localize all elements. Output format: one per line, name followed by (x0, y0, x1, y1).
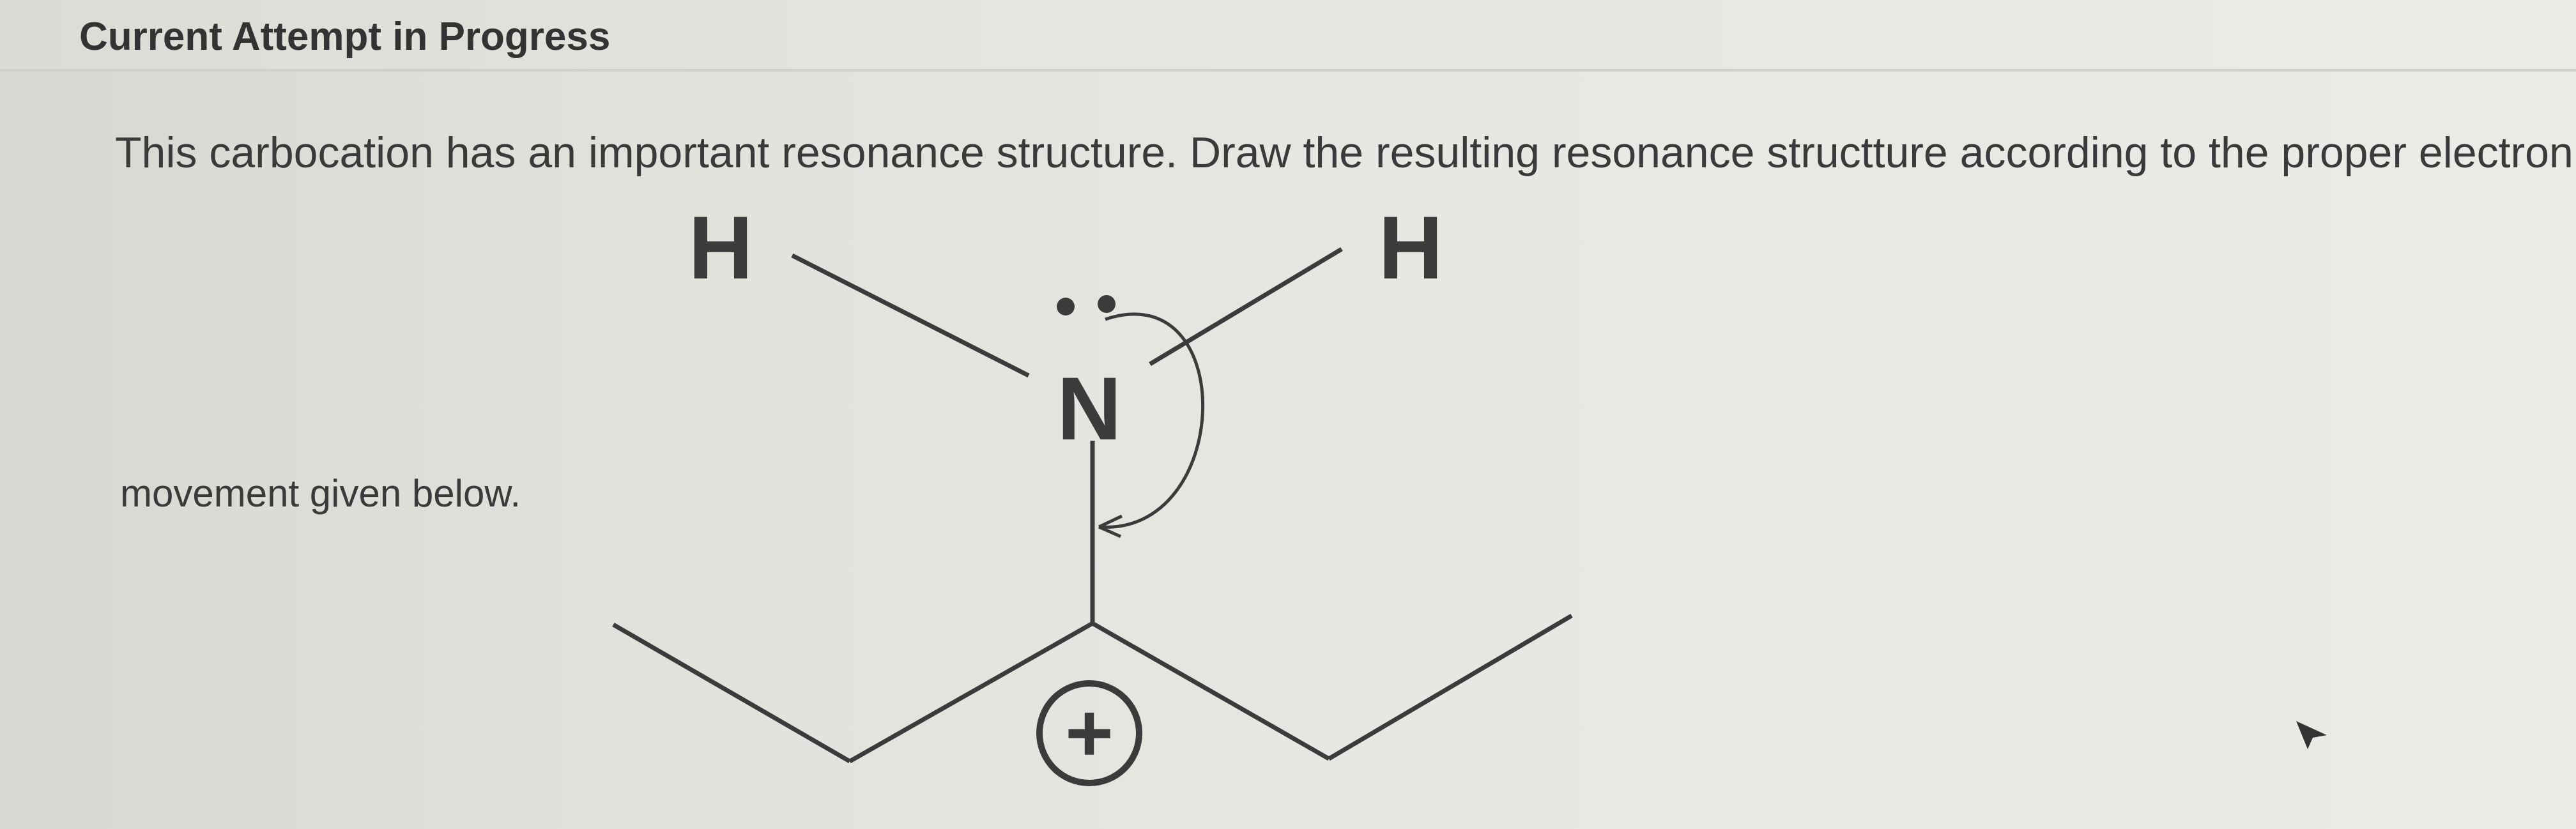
bond-h-left-n (791, 253, 1030, 378)
electron-arrow-curve (1098, 312, 1204, 529)
question-text-line-1: This carbocation has an important resona… (115, 128, 2573, 177)
molecule-drawing-area: H H N + (588, 179, 1636, 818)
bond-chain-left-outer (612, 622, 851, 764)
positive-charge-sign: + (1065, 686, 1114, 779)
attempt-status-title: Current Attempt in Progress (79, 15, 611, 59)
bond-chain-left-inner (848, 621, 1094, 764)
bond-chain-right-outer (1328, 613, 1573, 761)
lone-pair-electron-left (1057, 298, 1075, 316)
mouse-cursor-icon (2296, 721, 2327, 749)
positive-charge-circle (1036, 680, 1142, 786)
lone-pair-electron-right (1098, 295, 1116, 313)
header-bar (0, 0, 2576, 70)
molecule-structure: H H N + (612, 197, 1573, 786)
atom-h-right: H (1378, 197, 1443, 298)
bond-chain-right-inner (1091, 621, 1330, 761)
header-divider (0, 69, 2576, 72)
atom-h-left: H (688, 197, 753, 298)
atom-nitrogen: N (1057, 358, 1121, 459)
question-text-line-2: movement given below. (120, 472, 521, 515)
electron-arrow-head (1098, 514, 1123, 538)
bond-h-right-n (1149, 247, 1343, 367)
